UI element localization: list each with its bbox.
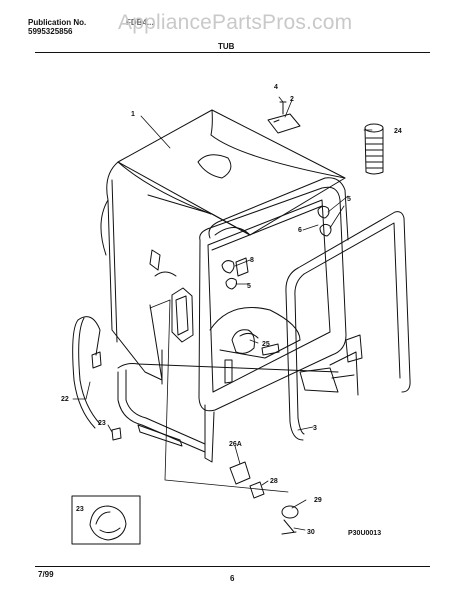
section-title: TUB <box>218 42 235 51</box>
footer-date: 7/99 <box>38 570 54 579</box>
cap-and-screw <box>281 505 299 535</box>
header-rule <box>35 52 430 53</box>
callout-5-upper: 5 <box>347 196 351 203</box>
callout-6: 6 <box>298 227 302 234</box>
lower-brackets <box>229 461 265 499</box>
callout-1: 1 <box>131 111 135 118</box>
diagram-code: P30U0013 <box>348 530 381 537</box>
callout-5-lower: 5 <box>247 283 251 290</box>
callout-29: 29 <box>314 497 322 504</box>
seal-clips <box>221 205 332 290</box>
callout-23-inset: 23 <box>76 506 84 513</box>
callout-23-main: 23 <box>98 420 106 427</box>
callout-26a: 26A <box>229 441 242 448</box>
callout-25: 25 <box>262 341 270 348</box>
callout-8: 8 <box>250 257 254 264</box>
callout-2: 2 <box>290 96 294 103</box>
callout-3: 3 <box>313 425 317 432</box>
inset-box <box>71 495 141 545</box>
tub-assembly <box>100 109 363 463</box>
watermark-text: AppliancePartsPros.com <box>118 11 353 34</box>
vent-tube <box>364 123 384 175</box>
callout-4: 4 <box>274 84 278 91</box>
page-number: 6 <box>230 574 235 583</box>
leader-lines <box>72 96 373 531</box>
publication-label: Publication No. <box>28 18 87 27</box>
door-seal <box>208 177 411 441</box>
publication-number: 5995325856 <box>28 27 73 36</box>
callout-30: 30 <box>307 529 315 536</box>
side-hose <box>72 316 122 441</box>
callout-24: 24 <box>394 128 402 135</box>
top-bracket <box>267 101 301 134</box>
model-number: FDB4... <box>126 18 154 27</box>
sump-assembly <box>239 332 259 339</box>
callout-28: 28 <box>270 478 278 485</box>
callout-22: 22 <box>61 396 69 403</box>
footer-rule <box>35 566 430 567</box>
